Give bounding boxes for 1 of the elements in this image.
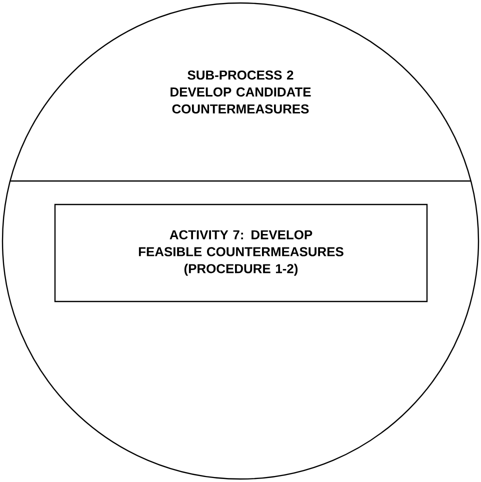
activity-box: ACTIVITY 7: DEVELOP FEASIBLE COUNTERMEASURES (PROCEDURE 1-2) [54, 204, 428, 302]
